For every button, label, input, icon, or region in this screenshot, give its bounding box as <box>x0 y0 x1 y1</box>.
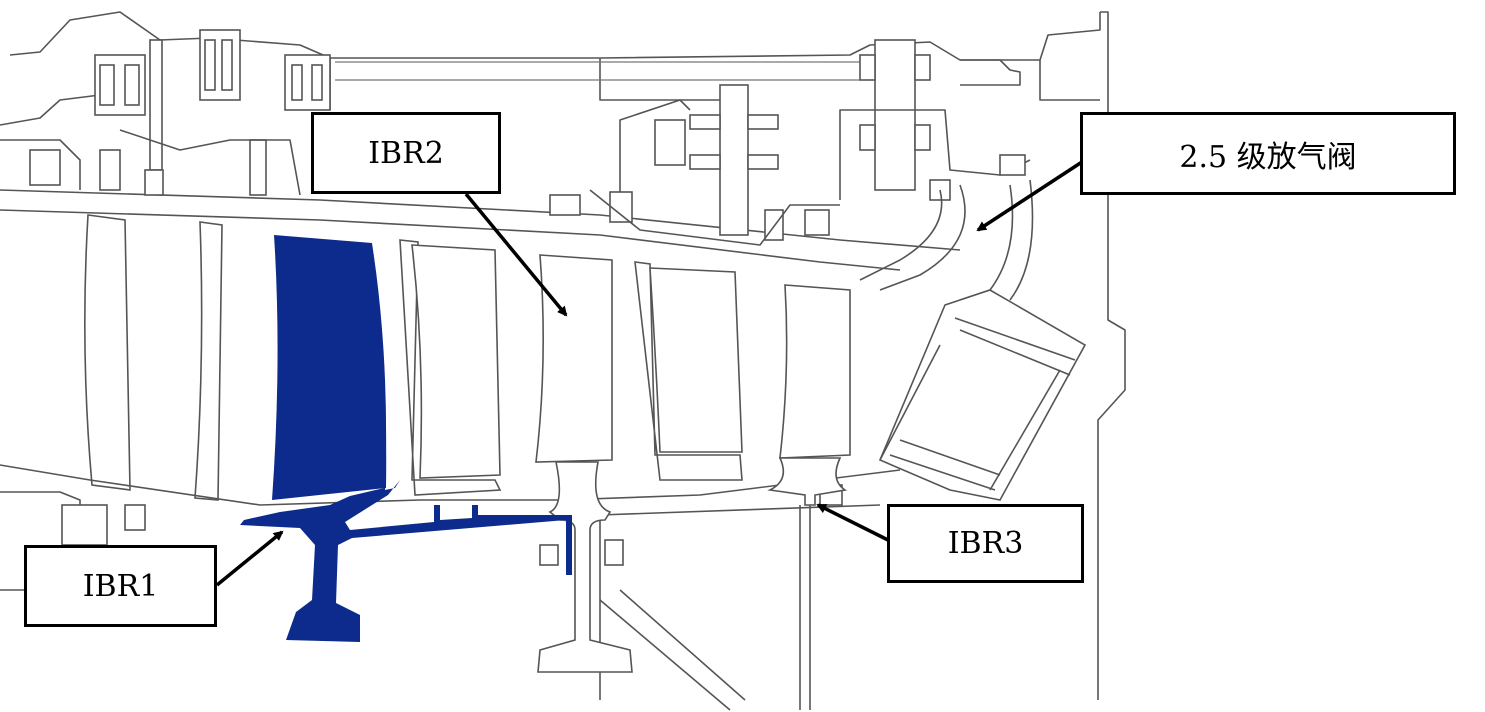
ibr1-rotor-highlight <box>240 235 572 642</box>
bleed-valve-arrow <box>976 158 1086 232</box>
ibr3-label-text: IBR3 <box>947 526 1024 561</box>
ibr2-label: IBR2 <box>311 112 501 194</box>
ibr1-label-text: IBR1 <box>82 568 159 604</box>
ibr2-label-text: IBR2 <box>368 135 444 171</box>
ibr1-label: IBR1 <box>24 545 217 627</box>
ibr1-arrow <box>215 530 284 587</box>
upper-right-flange <box>839 39 1031 201</box>
upper-middle-flange <box>549 84 840 246</box>
outer-casing <box>0 11 1126 700</box>
bleed-valve-region <box>859 179 1087 501</box>
ibr3-label: IBR3 <box>887 504 1084 583</box>
ibr3-arrow <box>816 503 889 542</box>
bleed-valve-label: 2.5 级放气阀 <box>1080 112 1456 195</box>
bleed-valve-label-text: 2.5 级放气阀 <box>1179 139 1357 175</box>
upper-left-flanges <box>29 29 331 196</box>
blade-rows <box>84 214 851 501</box>
ibr2-arrow <box>464 192 568 317</box>
ibr2-disk <box>537 461 633 673</box>
leader-arrows <box>215 158 1086 587</box>
ibr3-disk <box>767 457 848 506</box>
